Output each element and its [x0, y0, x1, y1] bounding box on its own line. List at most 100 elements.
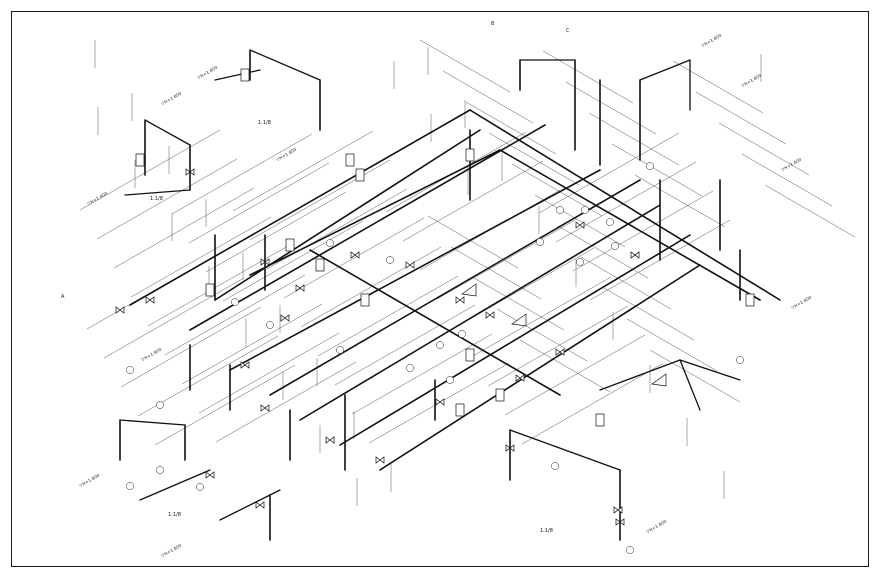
- reducer-symbol: [651, 373, 667, 387]
- dimension-line: [120, 306, 262, 388]
- instrument-tag: [266, 321, 274, 329]
- instrument-tag: [156, 466, 164, 474]
- valve-symbol: [145, 296, 155, 304]
- dimension-line: [130, 216, 272, 298]
- instrument-tags: [126, 162, 744, 554]
- dimension-line: [79, 129, 221, 211]
- instrument-tag: [458, 330, 466, 338]
- flange-symbol: [495, 388, 505, 402]
- pipe-branch: [219, 489, 281, 521]
- dimension-line: [283, 217, 425, 299]
- view-label: 1:1/8: [540, 528, 553, 534]
- fittings: [115, 68, 755, 526]
- instrument-tag: [446, 376, 454, 384]
- instrument-tag: [626, 546, 634, 554]
- instrument-tag: [436, 341, 444, 349]
- pipe-runs: [119, 49, 781, 541]
- dimension-lines: [79, 39, 856, 506]
- instrument-tag: [326, 239, 334, 247]
- flange-symbol: [465, 348, 475, 362]
- valve-symbol: [613, 506, 623, 514]
- dimension-line: [555, 161, 697, 243]
- valve-symbol: [185, 168, 195, 176]
- dimension-line: [317, 275, 459, 357]
- dimension-line: [718, 122, 810, 176]
- flange-symbol: [315, 258, 325, 272]
- pipe-segment: [229, 169, 601, 371]
- flange-symbol: [355, 168, 365, 182]
- pipe-branch: [214, 69, 261, 81]
- drawing-frame: [11, 11, 869, 567]
- dimension-line: [626, 318, 718, 372]
- dimension-line: [488, 132, 580, 186]
- grid-marker: B: [491, 21, 495, 27]
- pipe-branch: [119, 419, 186, 426]
- instrument-tag: [196, 483, 204, 491]
- instrument-tag: [126, 366, 134, 374]
- flange-symbol: [595, 413, 605, 427]
- dimension-line: [419, 39, 511, 93]
- pipe-branch: [599, 359, 681, 391]
- pipe-segment: [269, 179, 641, 396]
- dimension-line: [538, 132, 680, 214]
- dimension-line: [519, 339, 611, 393]
- dimension-line: [427, 215, 519, 269]
- instrument-tag: [406, 364, 414, 372]
- dimension-line: [181, 303, 323, 385]
- valve-symbol: [375, 456, 385, 464]
- dimension-line: [572, 190, 714, 272]
- pipe-branch: [249, 49, 321, 81]
- valve-symbol: [555, 348, 565, 356]
- dimension-line: [222, 220, 364, 302]
- dimension-line: [470, 276, 612, 358]
- flange-symbol: [345, 153, 355, 167]
- dimension-line: [249, 159, 391, 241]
- dimension-line: [351, 333, 493, 415]
- pipe-segment: [299, 204, 661, 421]
- pipe-segment: [249, 149, 501, 276]
- dimension-line: [634, 174, 726, 228]
- pipe-segment: [499, 149, 761, 301]
- valve-symbol: [240, 361, 250, 369]
- dimension-line: [565, 81, 657, 135]
- instrument-tag: [551, 462, 559, 470]
- pipe-branch: [509, 429, 621, 471]
- instrument-tag: [606, 218, 614, 226]
- valve-symbol: [205, 471, 215, 479]
- valve-symbol: [575, 221, 585, 229]
- dimension-line: [534, 194, 626, 248]
- valve-symbol: [295, 284, 305, 292]
- pipe-segment: [214, 129, 481, 301]
- instrument-tag: [556, 206, 564, 214]
- valve-symbol: [435, 398, 445, 406]
- pipe-branch: [679, 359, 701, 411]
- valve-symbol: [405, 261, 415, 269]
- dimension-line: [588, 112, 680, 166]
- valve-symbol: [615, 518, 625, 526]
- dimension-line: [300, 246, 442, 328]
- instrument-tag: [231, 298, 239, 306]
- flange-symbol: [205, 283, 215, 297]
- dimension-line: [473, 277, 565, 331]
- dimension-line: [232, 130, 374, 212]
- dimension-line: [266, 188, 408, 270]
- view-label: 1:1/8: [168, 512, 181, 518]
- dimension-line: [188, 162, 330, 244]
- valve-symbol: [455, 296, 465, 304]
- dimension-line: [334, 304, 476, 386]
- dimension-line: [504, 334, 646, 416]
- view-label: 1:1/8: [258, 120, 271, 126]
- dimension-line: [557, 225, 649, 279]
- reducer-symbol: [461, 283, 477, 297]
- pipe-branch: [679, 359, 741, 381]
- dimension-line: [487, 305, 629, 387]
- pipe-segment: [309, 249, 561, 396]
- valve-symbol: [515, 374, 525, 382]
- dimension-line: [450, 246, 542, 300]
- instrument-tag: [386, 256, 394, 264]
- dimension-line: [741, 153, 833, 207]
- pipe-branch: [144, 119, 191, 146]
- dimension-line: [672, 60, 764, 114]
